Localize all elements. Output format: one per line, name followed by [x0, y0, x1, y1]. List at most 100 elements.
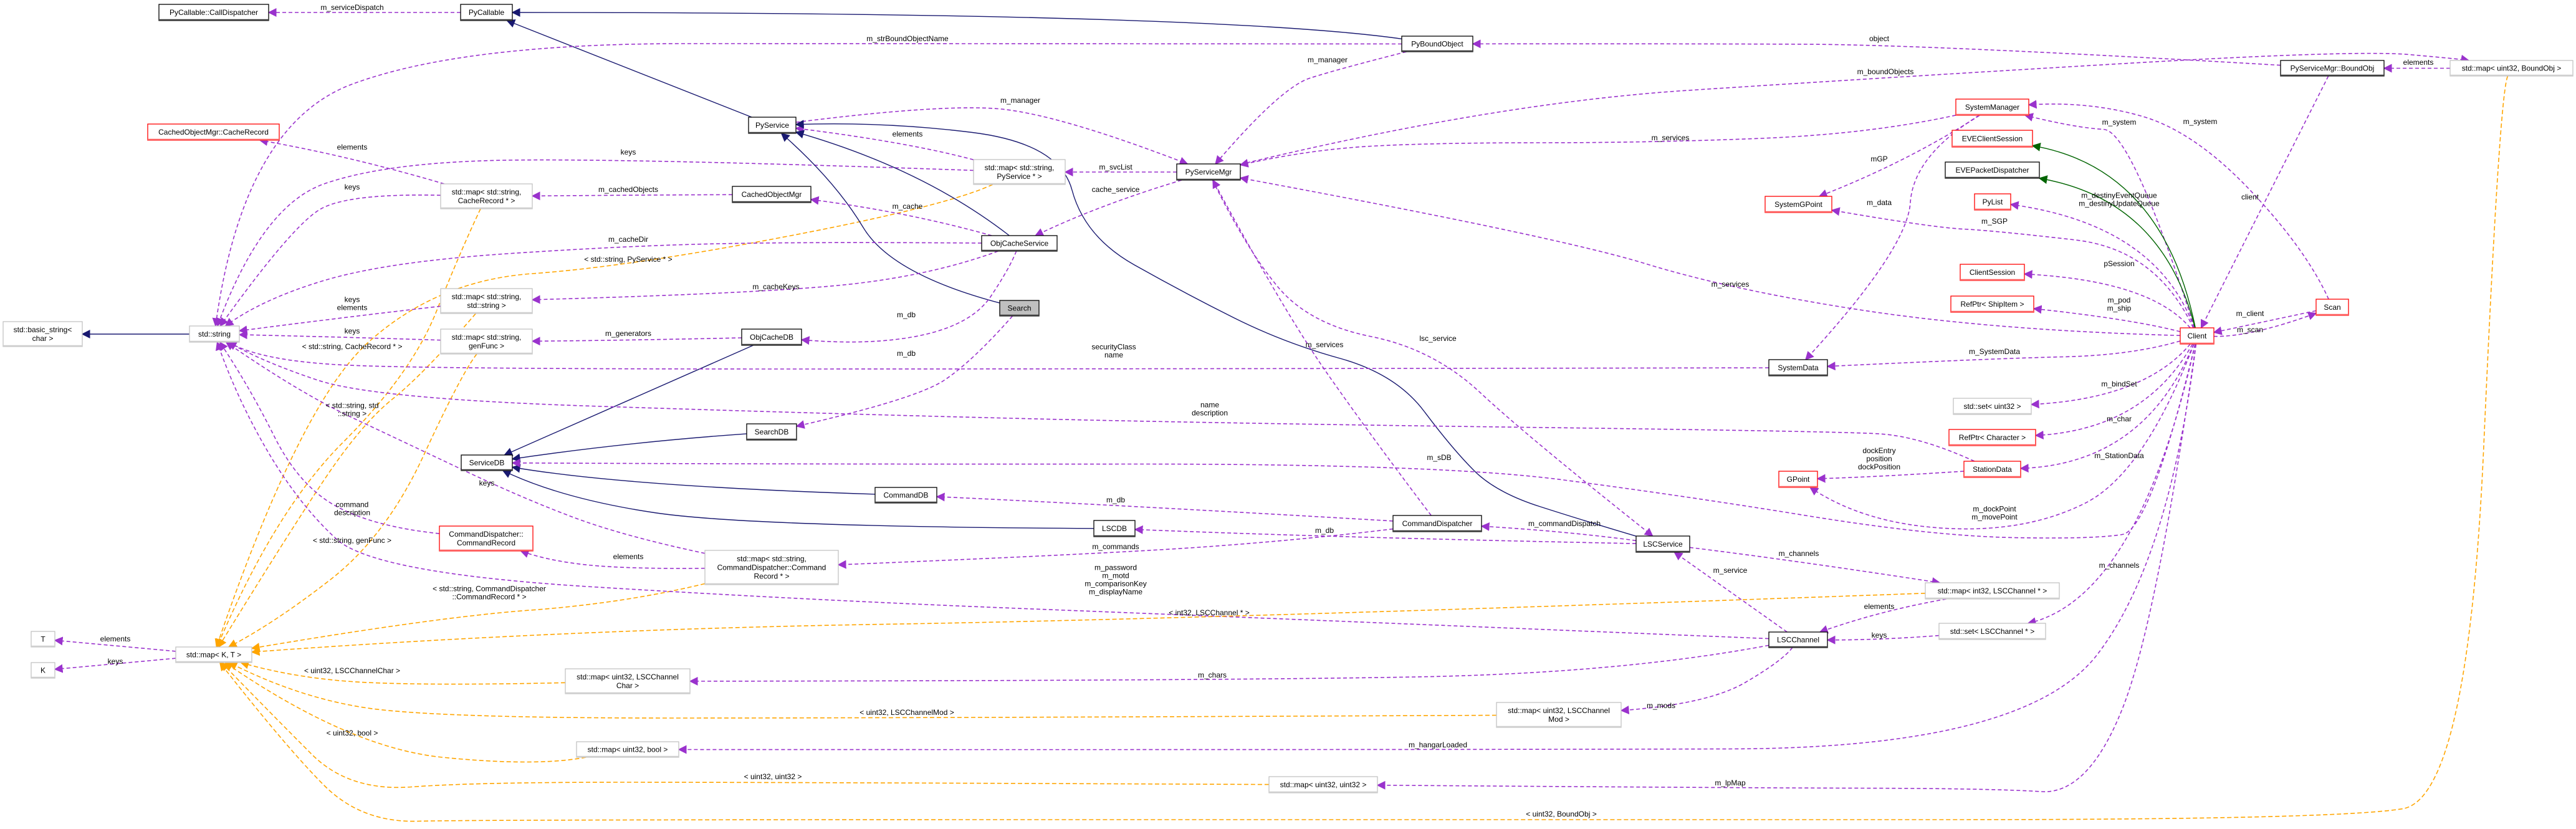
node-map-u32-boundobj[interactable]: std::map< uint32, BoundObj >: [2449, 60, 2574, 77]
node-box: [189, 325, 240, 343]
node-map-str-cacherec[interactable]: std::map< std::string,CacheRecord * >: [440, 183, 533, 209]
node-string[interactable]: std::string: [189, 325, 240, 343]
node-systemgpoint[interactable]: SystemGPoint: [1764, 196, 1832, 213]
node-basic-string[interactable]: std::basic_string<char >: [2, 321, 83, 347]
edge-label-line: description: [334, 509, 370, 517]
node-box: [1953, 398, 2032, 415]
node-stationdata[interactable]: StationData: [1963, 461, 2021, 478]
node-calldisp[interactable]: PyCallable::CallDispatcher: [158, 4, 269, 21]
node-label-line: SearchDB: [755, 428, 789, 436]
node-search[interactable]: Search: [999, 300, 1040, 317]
node-lscchannel[interactable]: LSCChannel: [1768, 631, 1828, 648]
node-label: PyServiceMgr: [1185, 168, 1232, 176]
edge-label: < std::string, CacheRecord * >: [302, 342, 403, 351]
node-pyservicemgr[interactable]: PyServiceMgr: [1176, 163, 1241, 181]
edge-label: < std::string, genFunc >: [313, 536, 391, 545]
node-pycallable[interactable]: PyCallable: [460, 4, 513, 21]
node-boundobj[interactable]: PyServiceMgr::BoundObj: [2280, 60, 2385, 77]
node-label-line: PyBoundObject: [1411, 40, 1463, 49]
node-cacherecord[interactable]: CachedObjectMgr::CacheRecord: [147, 123, 280, 141]
edge-label-line: m_SystemData: [1969, 347, 2020, 356]
node-label: Search: [1007, 304, 1031, 313]
edge-usage-objcacheservice-to-string: [224, 242, 982, 327]
node-pylist[interactable]: PyList: [1974, 193, 2011, 211]
node-map-str-genfunc[interactable]: std::map< std::string,genFunc >: [440, 328, 533, 355]
node-map-u32-bool[interactable]: std::map< uint32, bool >: [576, 741, 679, 758]
node-box: [439, 525, 534, 552]
node-refptr-ship[interactable]: RefPtr< ShipItem >: [1950, 295, 2034, 313]
node-label-line: std::map< std::string,: [737, 555, 807, 563]
node-set-u32[interactable]: std::set< uint32 >: [1953, 398, 2032, 415]
node-objcachedb[interactable]: ObjCacheDB: [741, 328, 802, 346]
node-objcacheservice[interactable]: ObjCacheService: [981, 235, 1058, 252]
node-lscservice[interactable]: LSCService: [1635, 535, 1690, 553]
edge-label-line: elements: [2403, 58, 2434, 67]
node-scan[interactable]: Scan: [2315, 299, 2349, 316]
node-map-str-pyservice[interactable]: std::map< std::string,PyService * >: [973, 159, 1066, 185]
node-K[interactable]: K: [31, 662, 55, 679]
edge-label: m_service: [1713, 566, 1748, 575]
edge-label-line: cache_service: [1092, 185, 1140, 194]
node-label: EVEClientSession: [1962, 135, 2023, 143]
edge-usage-pyservicemgr-to-lscservice: [1212, 180, 1654, 537]
node-map-i32-chan[interactable]: std::map< int32, LSCChannel * >: [1925, 582, 2060, 600]
node-systemmanager[interactable]: SystemManager: [1955, 98, 2029, 116]
node-label-line: LSCService: [1643, 540, 1683, 549]
edge-label-line: m_channels: [2099, 561, 2140, 570]
node-map-u32-u32[interactable]: std::map< uint32, uint32 >: [1268, 776, 1378, 793]
node-label: std::map< uint32, bool >: [588, 745, 668, 754]
node-commanddb[interactable]: CommandDB: [874, 487, 937, 504]
node-label-line: StationData: [1973, 465, 2012, 474]
edge-label-line: m_SGP: [1981, 217, 2008, 226]
node-searchdb[interactable]: SearchDB: [746, 423, 797, 441]
node-gpoint[interactable]: GPoint: [1778, 471, 1818, 488]
edge-label-line: m_commandDispatch: [1528, 519, 1601, 528]
node-T[interactable]: T: [31, 631, 55, 648]
edge-template-instance-map_str_pyservice-to-map_kt: [214, 184, 994, 648]
node-map-str-cdcr[interactable]: std::map< std::string,CommandDispatcher:…: [704, 550, 839, 585]
edge-usage-commanddispatcher-to-commanddb: [936, 492, 1394, 522]
node-client[interactable]: Client: [2180, 327, 2214, 345]
node-map-str-str[interactable]: std::map< std::string,std::string >: [440, 288, 533, 314]
edge-usage-pyservicemgr-to-objcacheservice: [1034, 180, 1182, 236]
node-pyservice[interactable]: PyService: [748, 117, 797, 134]
node-label: RefPtr< ShipItem >: [1960, 300, 2024, 309]
node-box: [1401, 36, 1473, 52]
node-eveclientsession[interactable]: EVEClientSession: [1951, 130, 2033, 148]
node-map-kt[interactable]: std::map< K, T >: [175, 646, 252, 663]
node-box: [1938, 623, 2046, 640]
node-lscdb[interactable]: LSCDB: [1093, 520, 1136, 537]
node-clientsession[interactable]: ClientSession: [1960, 264, 2025, 281]
node-label: std::map< std::string,genFunc >: [452, 333, 522, 350]
node-commanddispatcher[interactable]: CommandDispatcher: [1392, 515, 1482, 532]
node-label-line: std::basic_string<: [14, 325, 72, 334]
edge-label: m_manager: [1000, 96, 1040, 105]
node-refptr-char[interactable]: RefPtr< Character >: [1948, 429, 2036, 446]
node-label: CommandDB: [883, 491, 928, 500]
edge-label-line: m_services: [1712, 280, 1750, 289]
node-label: PyBoundObject: [1411, 40, 1463, 49]
node-cd-cmdrec[interactable]: CommandDispatcher::CommandRecord: [439, 525, 534, 552]
edge-label-line: elements: [1864, 602, 1895, 611]
node-evepacketdispatcher[interactable]: EVEPacketDispatcher: [1945, 161, 2040, 179]
edge-label-line: m_mods: [1647, 701, 1675, 710]
node-label: LSCChannel: [1777, 636, 1819, 645]
edge-usage-systemmanager-to-pyservicemgr: [1239, 115, 1956, 168]
node-box: [440, 288, 533, 314]
node-label-line: SystemData: [1778, 363, 1819, 372]
node-systemdata[interactable]: SystemData: [1768, 359, 1828, 376]
node-servicedb[interactable]: ServiceDB: [461, 454, 513, 471]
edge-label-line: dockPosition: [1858, 462, 1900, 471]
edge-label: m_scan: [2237, 325, 2263, 334]
edge-label: m_SystemData: [1969, 347, 2020, 356]
node-cachedobjmgr[interactable]: CachedObjectMgr: [732, 186, 812, 203]
node-pyboundobject[interactable]: PyBoundObject: [1401, 36, 1473, 52]
edge-label-line: < uint32, uint32 >: [744, 772, 802, 781]
node-set-chan[interactable]: std::set< LSCChannel * >: [1938, 623, 2046, 640]
edge-usage-boundobj-to-pyboundobject: [1472, 39, 2281, 66]
